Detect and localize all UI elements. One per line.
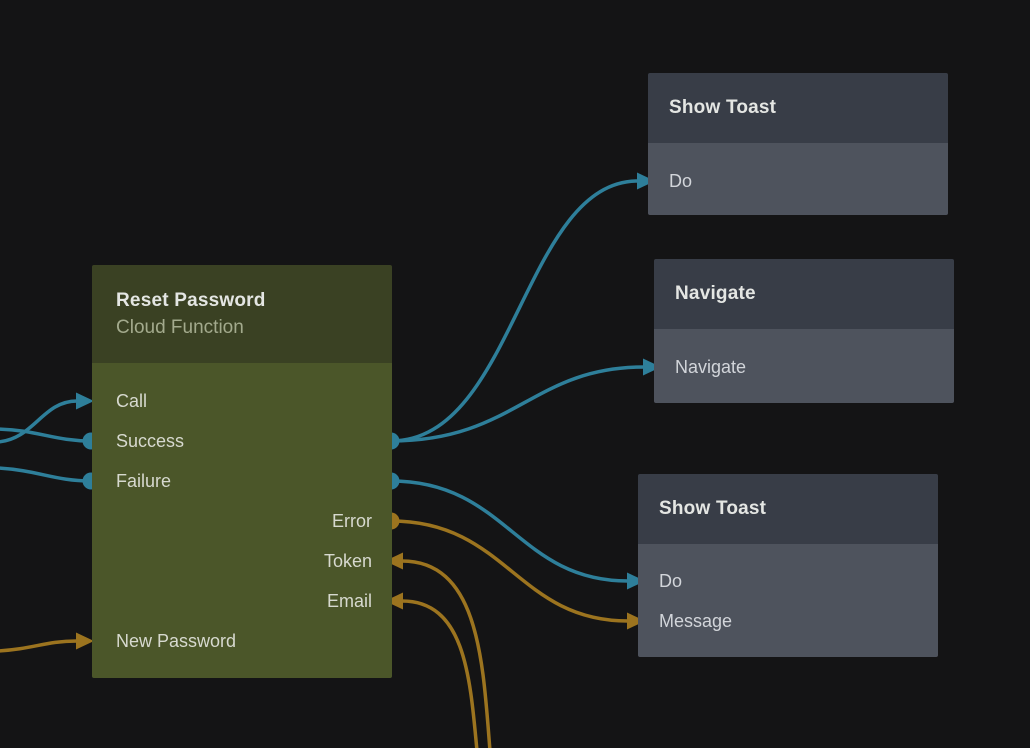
port-error-reset-password[interactable]: Error [332, 511, 372, 531]
port-do-show-toast-top[interactable]: Do [669, 171, 693, 191]
node-header-show-toast-bottom[interactable]: Show Toast [638, 474, 938, 544]
wire-failure-to-toast2-do[interactable] [389, 479, 630, 583]
node-title: Show Toast [659, 498, 767, 519]
node-title: Show Toast [669, 97, 777, 118]
wire-bottom-to-email[interactable] [400, 599, 479, 748]
wire-in-to-call[interactable] [0, 399, 79, 444]
wire-failure-out-left[interactable] [0, 466, 93, 483]
node-title: Navigate [675, 283, 756, 304]
port-failure-reset-password[interactable]: Failure [116, 471, 172, 491]
port-message-show-toast-bottom[interactable]: Message [659, 611, 733, 631]
wire-success-to-navigate[interactable] [389, 365, 646, 443]
wire-error-to-toast2-message[interactable] [389, 519, 630, 623]
port-email-reset-password[interactable]: Email [326, 591, 372, 611]
wire-bottom-to-token[interactable] [400, 559, 492, 748]
wire-success-to-toast1-do[interactable] [389, 179, 640, 443]
node-title: Reset Password [116, 289, 266, 311]
wire-in-to-new-password[interactable] [0, 639, 79, 653]
port-new-password-reset-password[interactable]: New Password [116, 631, 237, 651]
wire-success-out-left[interactable] [0, 427, 93, 443]
node-subtitle: Cloud Function [116, 316, 244, 338]
port-token-reset-password[interactable]: Token [323, 551, 372, 571]
port-do-show-toast-bottom[interactable]: Do [659, 571, 683, 591]
port-navigate-navigate[interactable]: Navigate [675, 357, 747, 377]
node-header-show-toast-top[interactable]: Show Toast [648, 73, 948, 143]
node-body-show-toast-top: Do [648, 143, 948, 215]
port-call-reset-password[interactable]: Call [116, 391, 148, 411]
node-header-navigate[interactable]: Navigate [654, 259, 954, 329]
node-body-navigate: Navigate [654, 329, 954, 403]
port-success-reset-password[interactable]: Success [116, 431, 185, 451]
